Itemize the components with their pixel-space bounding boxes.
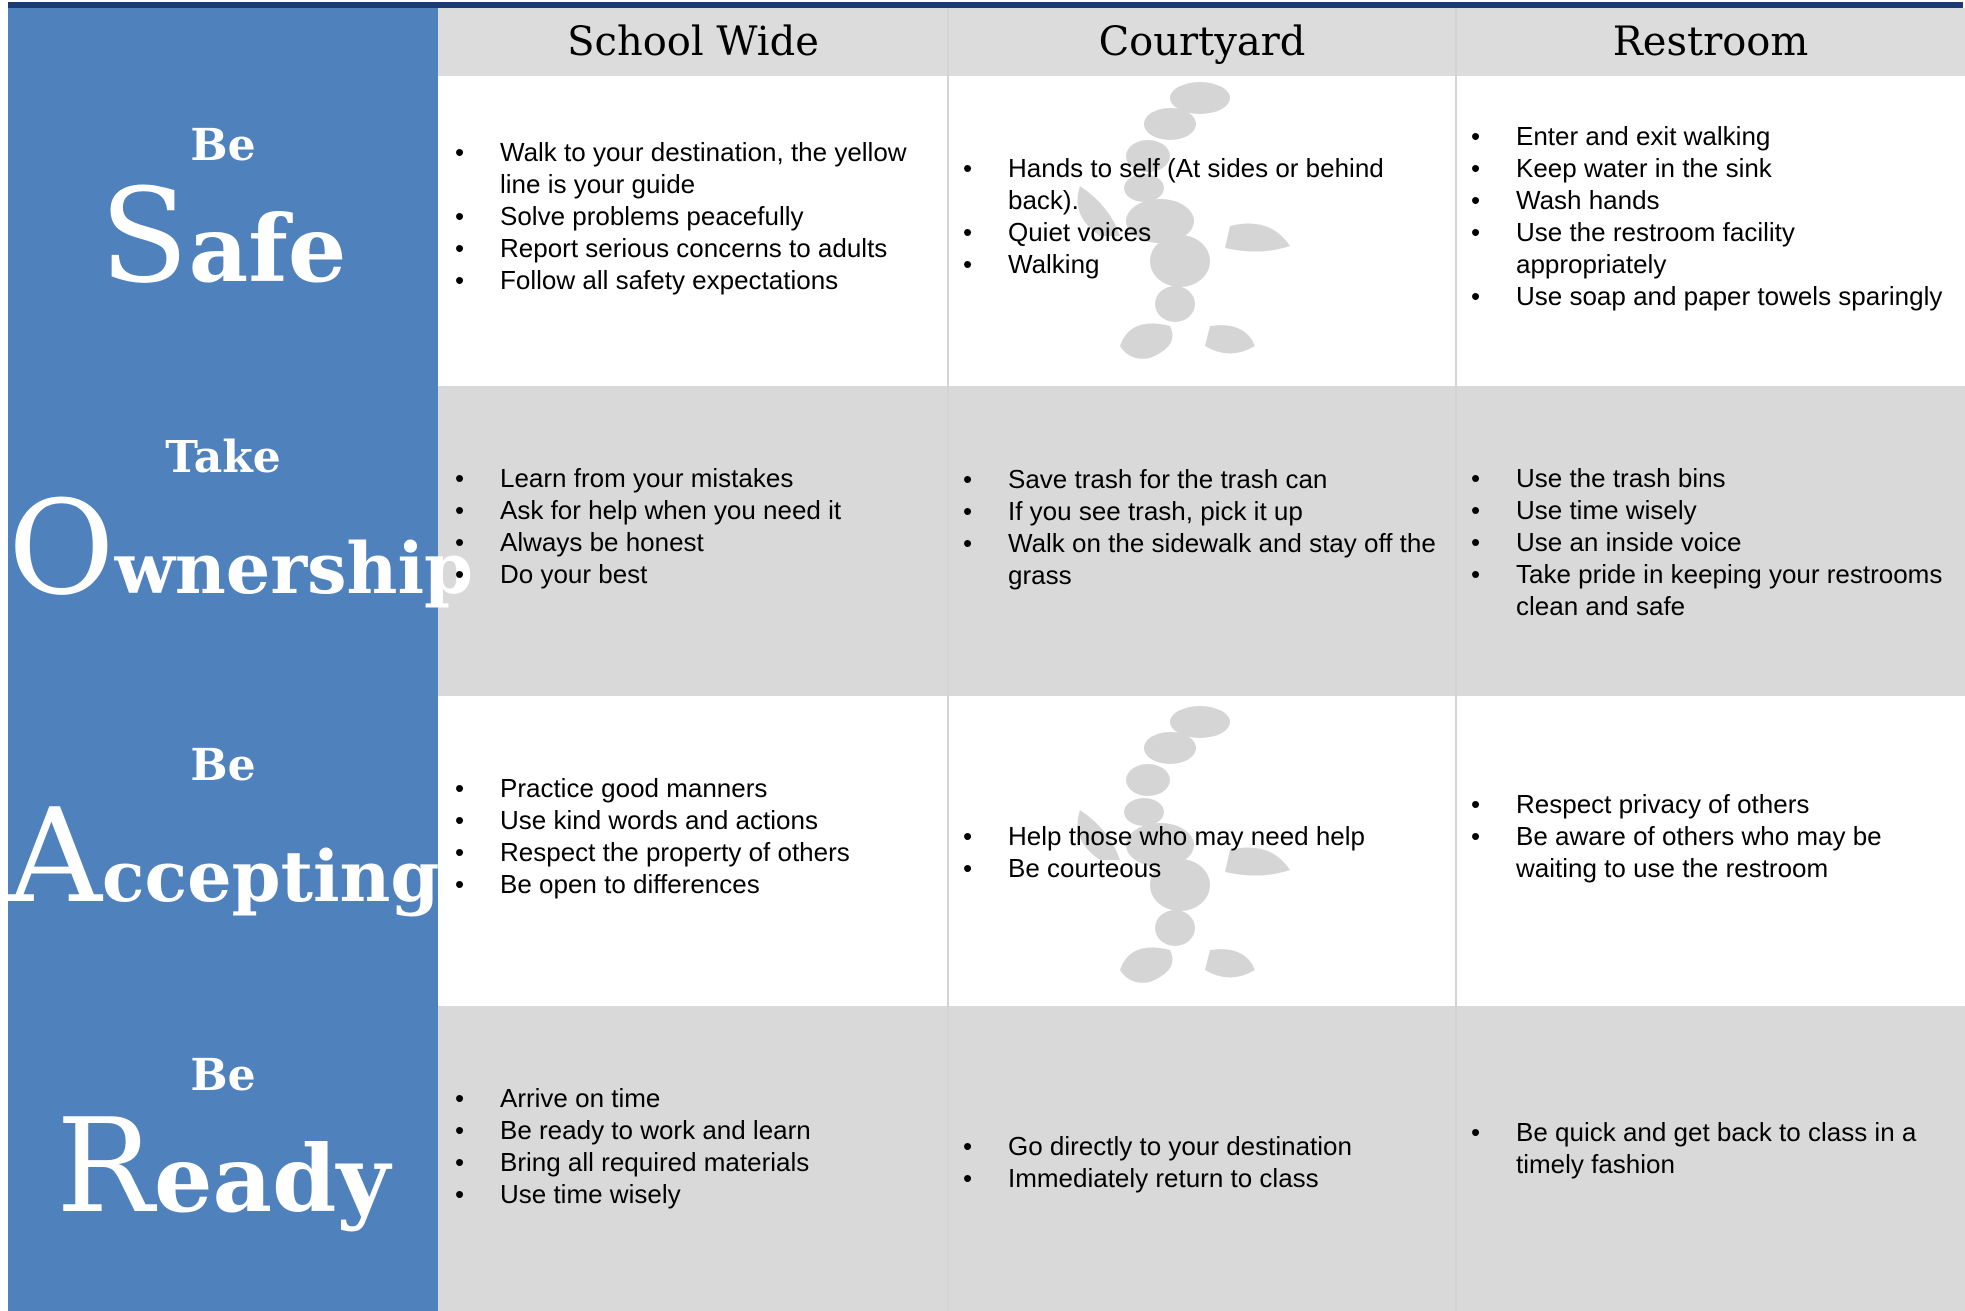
cell-safe-restroom: Enter and exit walkingKeep water in the … — [1466, 120, 1946, 312]
list-item: Enter and exit walking — [1466, 120, 1946, 152]
cell-ownership-school-wide: Learn from your mistakesAsk for help whe… — [450, 462, 930, 590]
list-item: Keep water in the sink — [1466, 152, 1946, 184]
list-item: Walking — [958, 248, 1438, 280]
list-item: Use time wisely — [450, 1178, 930, 1210]
list-item: Use soap and paper towels sparingly — [1466, 280, 1946, 312]
list-item: Go directly to your destination — [958, 1130, 1438, 1162]
list-item: Take pride in keeping your restrooms cle… — [1466, 558, 1946, 622]
list-item: Use kind words and actions — [450, 804, 930, 836]
value-label-column — [8, 8, 438, 1311]
cell-ownership-courtyard: Save trash for the trash can If you see … — [958, 463, 1438, 591]
list-item: Bring all required materials — [450, 1146, 930, 1178]
list-item: Practice good manners — [450, 772, 930, 804]
list-item: Ask for help when you need it — [450, 494, 930, 526]
list-item: Learn from your mistakes — [450, 462, 930, 494]
header-school-wide: School Wide — [438, 8, 948, 76]
list-item: Do your best — [450, 558, 930, 590]
list-item: Be ready to work and learn — [450, 1114, 930, 1146]
bullet-list: Respect privacy of othersBe aware of oth… — [1466, 788, 1946, 884]
list-item: Quiet voices — [958, 216, 1438, 248]
bullet-list: Go directly to your destinationImmediate… — [958, 1130, 1438, 1194]
list-item: Hands to self (At sides or behind back). — [958, 152, 1438, 216]
label-prefix: Be — [190, 1050, 256, 1101]
label-prefix: Take — [165, 432, 281, 483]
label-prefix: Be — [190, 120, 256, 171]
bullet-list: Use the trash binsUse time wiselyUse an … — [1466, 462, 1946, 622]
cell-accepting-restroom: Respect privacy of othersBe aware of oth… — [1466, 788, 1946, 884]
bullet-list: Enter and exit walkingKeep water in the … — [1466, 120, 1946, 312]
list-item: Use an inside voice — [1466, 526, 1946, 558]
header-courtyard: Courtyard — [948, 8, 1456, 76]
list-item: Be aware of others who may be waiting to… — [1466, 820, 1946, 884]
list-item: Always be honest — [450, 526, 930, 558]
divider-2 — [1455, 8, 1457, 1311]
list-item: Be courteous — [958, 852, 1438, 884]
cell-safe-courtyard: Hands to self (At sides or behind back).… — [958, 152, 1438, 280]
bullet-list: Practice good mannersUse kind words and … — [450, 772, 930, 900]
cell-ready-courtyard: Go directly to your destinationImmediate… — [958, 1130, 1438, 1194]
list-item: Use the trash bins — [1466, 462, 1946, 494]
label-be-safe: Be Safe — [8, 120, 438, 301]
cell-accepting-courtyard: Help those who may need helpBe courteous — [958, 820, 1438, 884]
header-restroom: Restroom — [1456, 8, 1965, 76]
cell-accepting-school-wide: Practice good mannersUse kind words and … — [450, 772, 930, 900]
list-item: Immediately return to class — [958, 1162, 1438, 1194]
label-take-ownership: Take Ownership — [8, 432, 473, 624]
list-item: Use time wisely — [1466, 494, 1946, 526]
list-item: Be open to differences — [450, 868, 930, 900]
list-item: If you see trash, pick it up — [958, 495, 1438, 527]
list-item: Solve problems peacefully — [450, 200, 930, 232]
label-word: Ownership — [8, 472, 473, 624]
list-item: Arrive on time — [450, 1082, 930, 1114]
list-item: Wash hands — [1466, 184, 1946, 216]
list-item: Report serious concerns to adults — [450, 232, 930, 264]
bullet-list: Save trash for the trash can If you see … — [958, 463, 1438, 591]
list-item: Walk on the sidewalk and stay off the gr… — [958, 527, 1438, 591]
list-item: Walk to your destination, the yellow lin… — [450, 136, 930, 200]
label-word: Safe — [99, 160, 347, 312]
list-item: Help those who may need help — [958, 820, 1438, 852]
label-be-accepting: Be Accepting — [8, 740, 440, 932]
bullet-list: Hands to self (At sides or behind back).… — [958, 152, 1438, 280]
bullet-list: Learn from your mistakesAsk for help whe… — [450, 462, 930, 590]
bullet-list: Be quick and get back to class in a time… — [1466, 1116, 1946, 1180]
list-item: Be quick and get back to class in a time… — [1466, 1116, 1946, 1180]
list-item: Use the restroom facility appropriately — [1466, 216, 1946, 280]
label-word: Ready — [56, 1090, 390, 1242]
list-item: Follow all safety expectations — [450, 264, 930, 296]
list-item: Respect privacy of others — [1466, 788, 1946, 820]
label-be-ready: Be Ready — [8, 1050, 438, 1231]
cell-safe-school-wide: Walk to your destination, the yellow lin… — [450, 136, 930, 296]
bullet-list: Help those who may need helpBe courteous — [958, 820, 1438, 884]
list-item: Save trash for the trash can — [958, 463, 1438, 495]
bullet-list: Walk to your destination, the yellow lin… — [450, 136, 930, 296]
cell-ready-restroom: Be quick and get back to class in a time… — [1466, 1116, 1946, 1180]
divider-1 — [947, 8, 949, 1311]
label-word: Accepting — [8, 780, 440, 932]
cell-ready-school-wide: Arrive on timeBe ready to work and learn… — [450, 1082, 930, 1210]
list-item: Respect the property of others — [450, 836, 930, 868]
top-rule — [8, 2, 1963, 8]
label-prefix: Be — [190, 740, 256, 791]
cell-ownership-restroom: Use the trash binsUse time wiselyUse an … — [1466, 462, 1946, 622]
bullet-list: Arrive on timeBe ready to work and learn… — [450, 1082, 930, 1210]
